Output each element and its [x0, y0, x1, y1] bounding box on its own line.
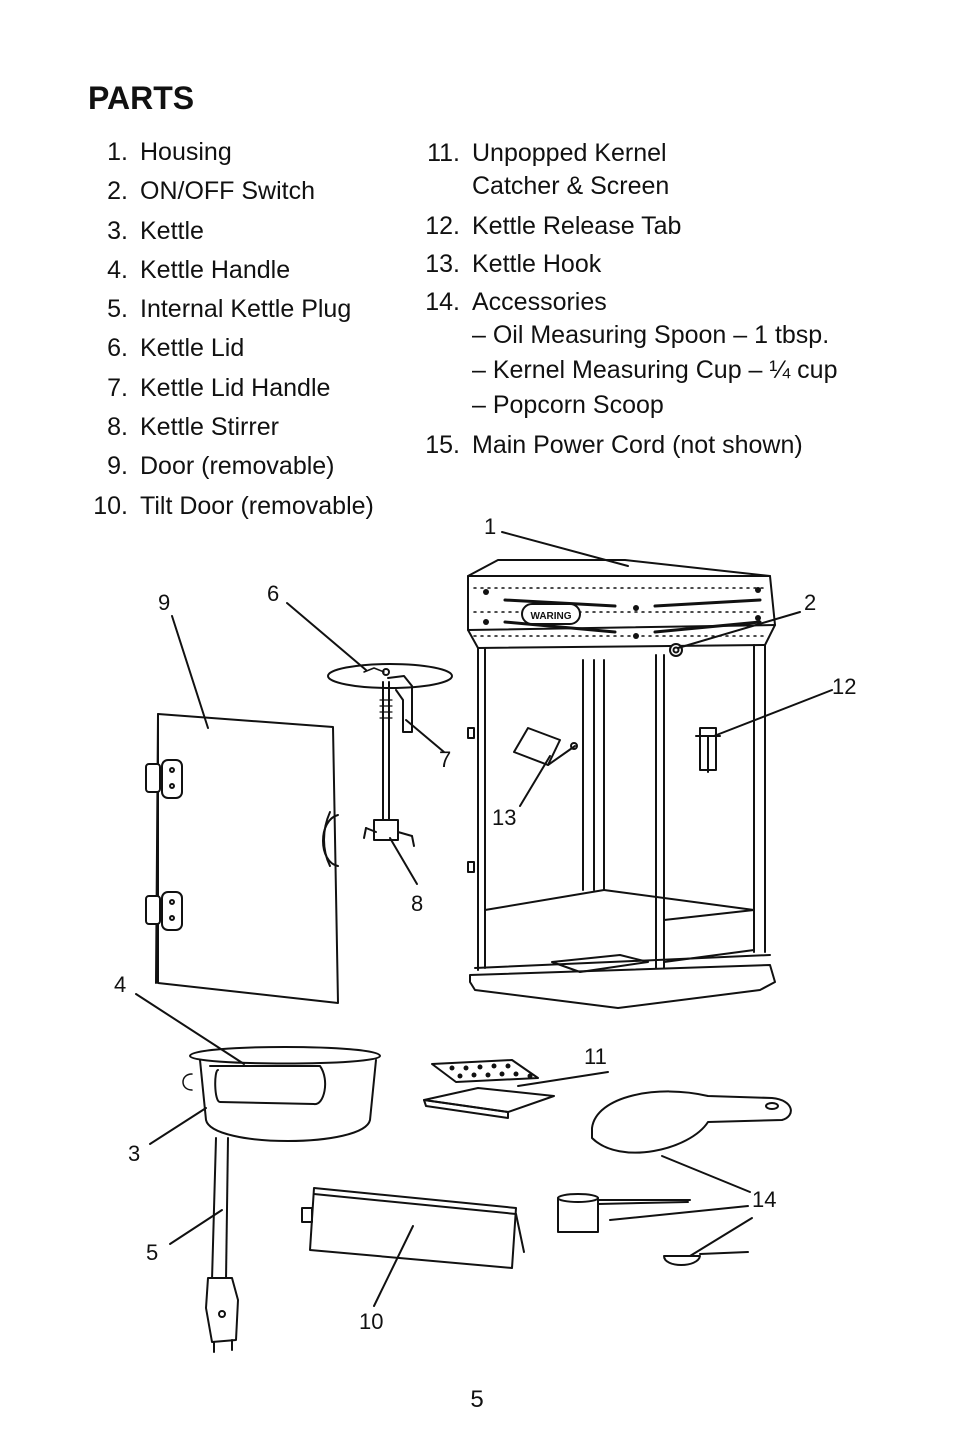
accessories-illustration: [557, 1090, 792, 1266]
part-name: Main Power Cord (not shown): [472, 431, 803, 459]
part-number: 13.: [425, 250, 460, 278]
callout-tilt-door: 10: [359, 1309, 384, 1334]
part-item: 15. Main Power Cord (not shown): [422, 429, 838, 461]
callout-door: 9: [158, 590, 171, 615]
part-name: Kettle: [140, 216, 204, 245]
callout-lid-handle: 7: [439, 747, 452, 772]
part-name: Kettle Stirrer: [140, 413, 279, 442]
part-item: 13. Kettle Hook: [422, 248, 838, 280]
part-item: 5. Internal Kettle Plug: [90, 293, 374, 332]
part-number: 12.: [425, 212, 460, 240]
part-number: 8.: [107, 413, 128, 442]
callout-kettle-hook: 13: [492, 805, 517, 830]
callout-kernel-catcher: 11: [584, 1044, 607, 1069]
part-name: Internal Kettle Plug: [140, 295, 352, 324]
leader-lines: [135, 531, 833, 1307]
callout-kettle-handle: 4: [114, 972, 127, 997]
callout-kettle: 3: [128, 1141, 141, 1166]
part-name: ON/OFF Switch: [140, 177, 316, 206]
callout-kettle-lid: 6: [267, 581, 280, 606]
page-number: 5: [470, 1386, 484, 1413]
callout-release-tab: 12: [832, 674, 857, 699]
part-number: 4.: [107, 255, 128, 284]
part-number: 2.: [107, 177, 128, 206]
part-name: Housing: [140, 138, 232, 166]
part-number: 3.: [107, 216, 128, 245]
part-number: 7.: [107, 373, 128, 402]
callout-kettle-plug: 5: [146, 1240, 159, 1265]
part-name: Tilt Door (removable): [140, 491, 374, 520]
part-number: 10.: [93, 491, 128, 520]
part-item: 6. Kettle Lid: [90, 332, 374, 371]
part-detail: – Popcorn Scoop: [472, 391, 664, 419]
brand-label: WARING: [530, 611, 571, 622]
part-item: 10. Tilt Door (removable): [90, 490, 374, 529]
callout-housing: 1: [484, 514, 497, 539]
page-title: PARTS: [88, 80, 195, 116]
kernel-catcher-illustration: [423, 1059, 555, 1119]
part-name: Kettle Release Tab: [472, 212, 682, 240]
part-item: 14. Accessories – Oil Measuring Spoon – 1 …: [422, 286, 838, 423]
part-number: 11.: [427, 139, 460, 167]
part-number: 6.: [107, 334, 128, 363]
part-name: Unpopped Kernel: [472, 139, 667, 167]
part-item: 2. ON/OFF Switch: [90, 175, 374, 214]
parts-list-left: 1. Housing 2. ON/OFF Switch 3. Kettle 4. Kettle…: [90, 136, 374, 529]
callout-accessories: 14: [752, 1187, 777, 1212]
housing-illustration: WARING: [467, 559, 776, 1009]
callout-stirrer: 8: [411, 891, 424, 916]
part-name: Kettle Hook: [472, 250, 602, 278]
part-name: Kettle Lid: [140, 334, 245, 363]
part-item: 4. Kettle Handle: [90, 254, 374, 293]
part-detail: – Oil Measuring Spoon – 1 tbsp.: [472, 321, 830, 349]
part-name: Accessories: [472, 288, 607, 316]
part-item: 9. Door (removable): [90, 450, 374, 489]
part-item: 3. Kettle: [90, 215, 374, 254]
part-number: 9.: [107, 452, 128, 481]
part-item: 8. Kettle Stirrer: [90, 411, 374, 450]
kettle-illustration: [182, 1046, 381, 1353]
part-item: 1. Housing: [90, 136, 374, 175]
part-name: Kettle Handle: [140, 255, 291, 284]
kettle-lid-illustration: [327, 663, 453, 847]
part-detail: Catcher & Screen: [472, 172, 670, 200]
part-name: Door (removable): [140, 452, 335, 481]
callout-switch: 2: [804, 590, 817, 615]
part-number: 14.: [425, 288, 460, 316]
part-number: 5.: [107, 295, 128, 324]
part-detail: – Kernel Measuring Cup – ¼ cup: [472, 356, 838, 384]
part-number: 15.: [425, 431, 460, 459]
part-item: 7. Kettle Lid Handle: [90, 372, 374, 411]
part-name: Kettle Lid Handle: [140, 373, 331, 402]
part-item: 12. Kettle Release Tab: [422, 210, 838, 242]
door-illustration: [145, 713, 339, 1004]
part-number: 1.: [107, 138, 128, 166]
